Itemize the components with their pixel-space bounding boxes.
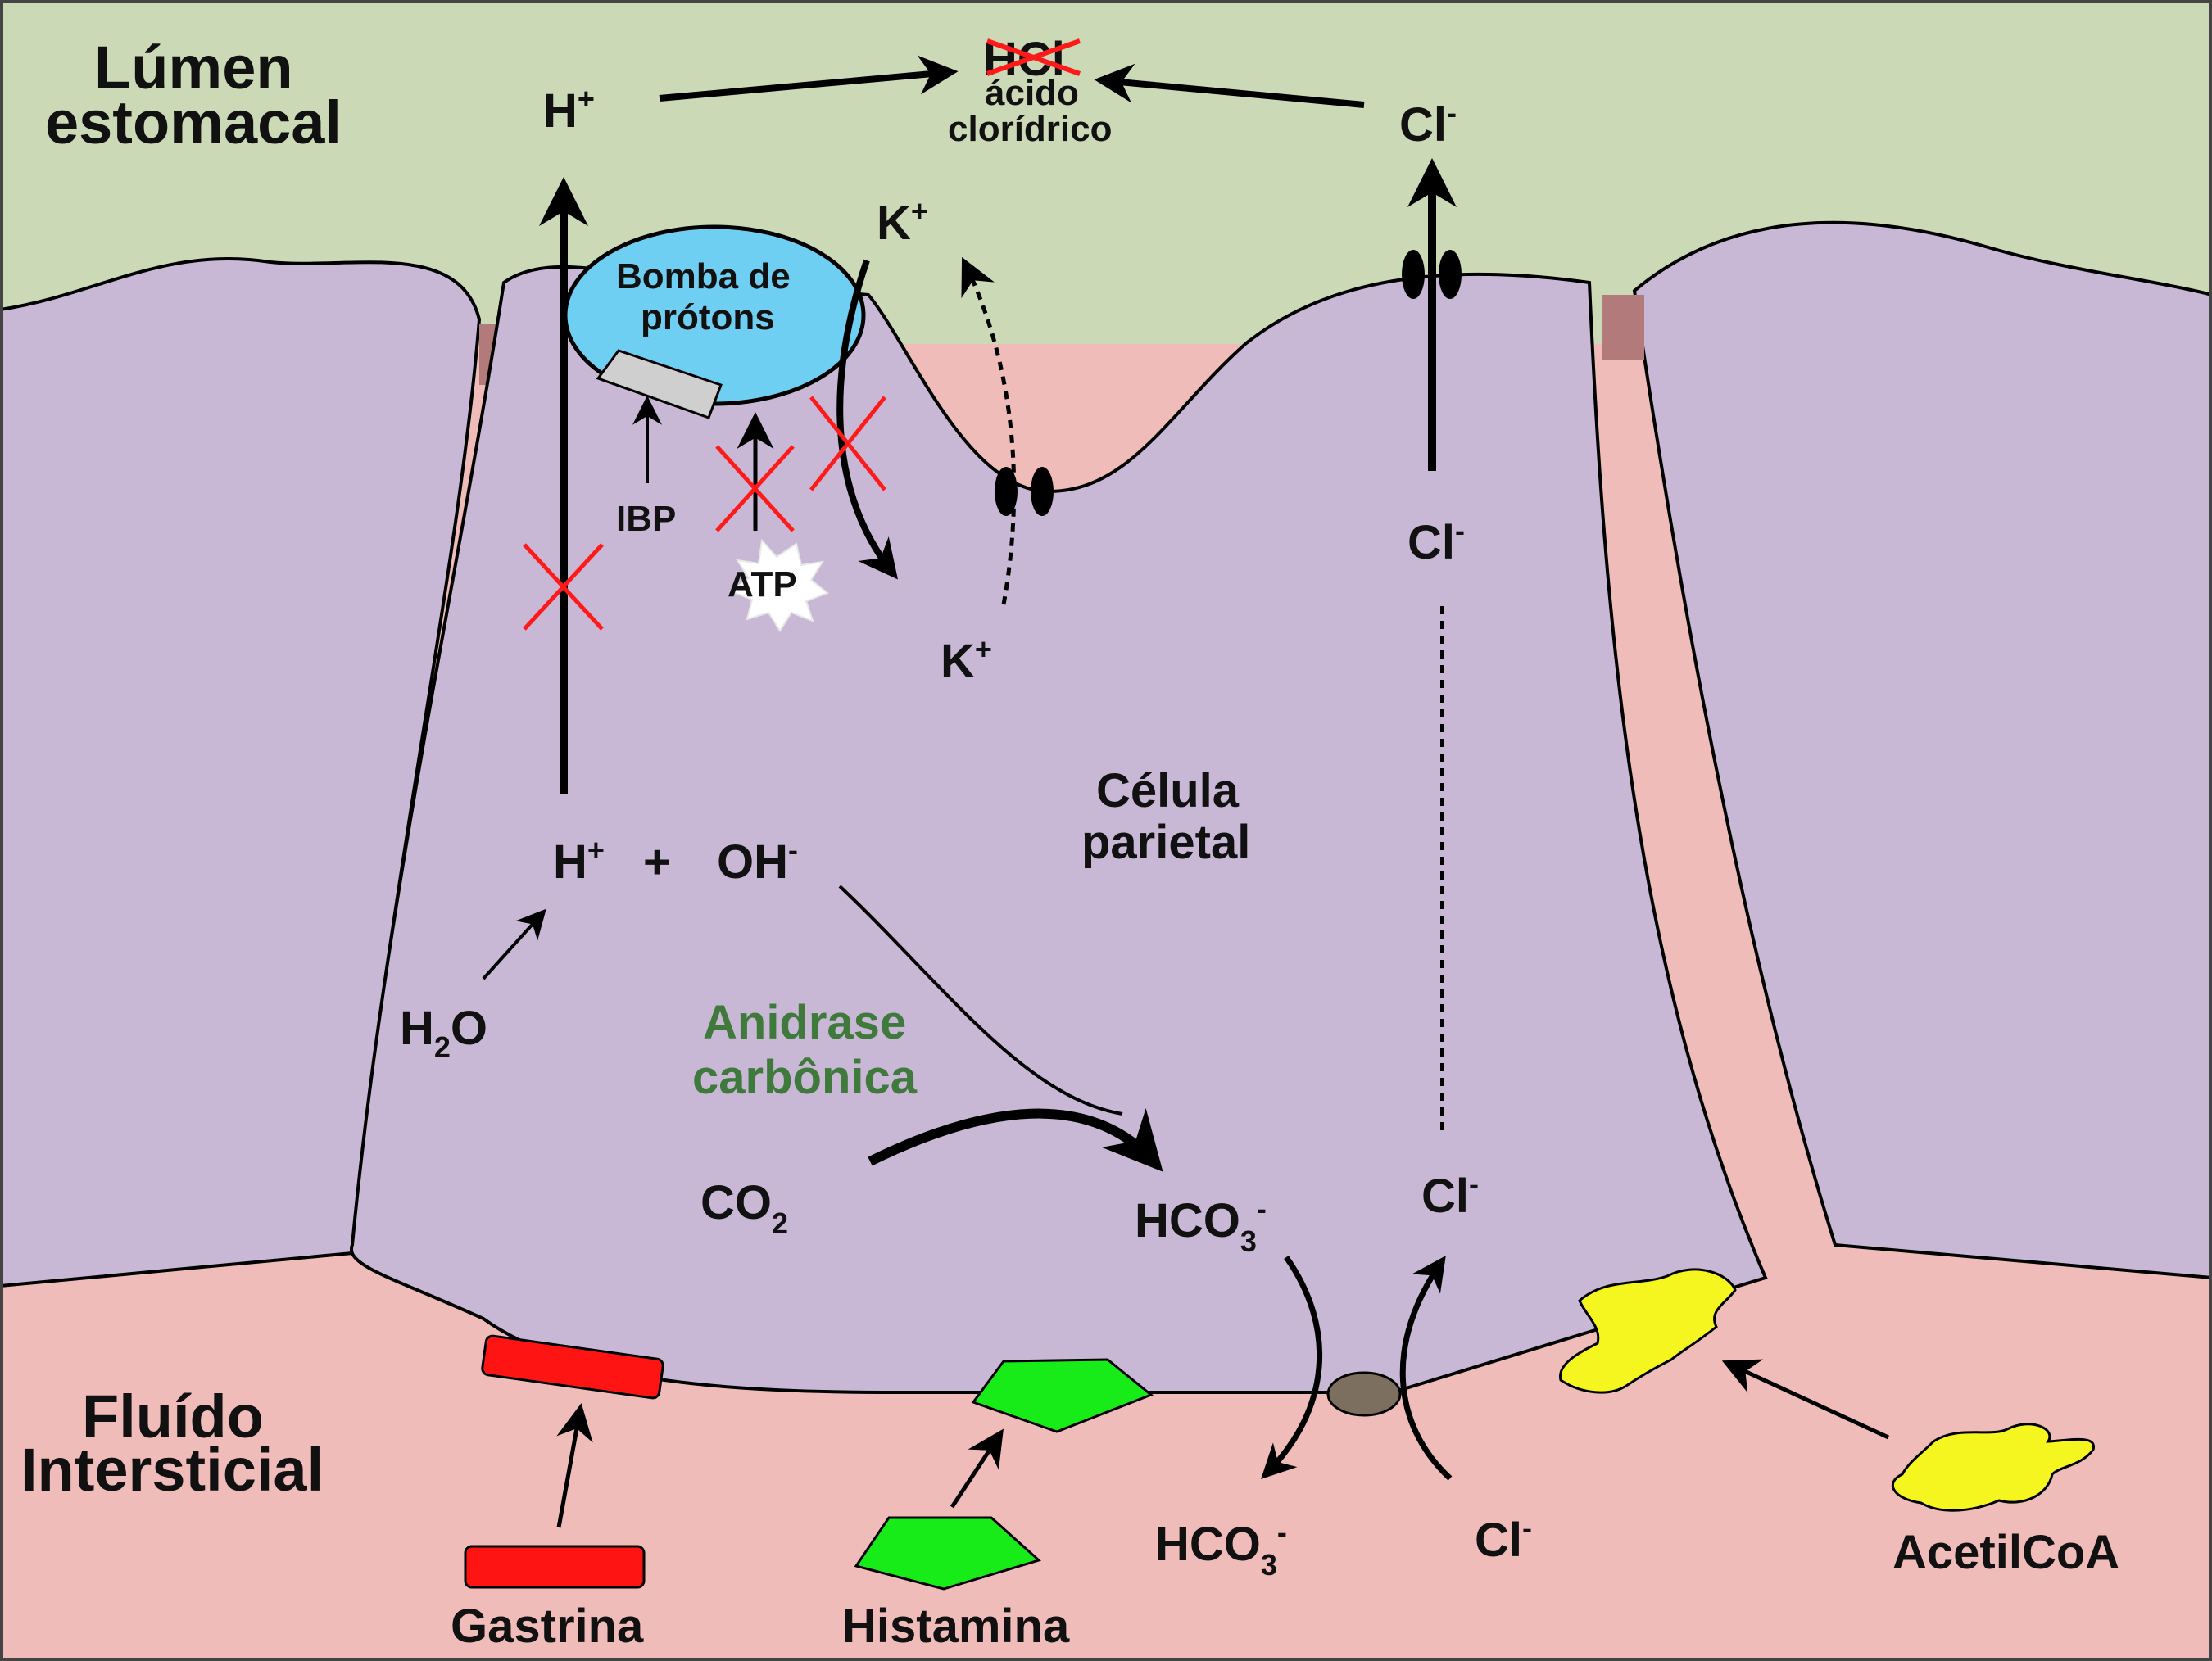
h-block-cross-2 (523, 543, 604, 631)
hcl-cross-2 (986, 38, 1081, 76)
cl-import-arrow (1399, 1256, 1453, 1481)
histamine-label: Histamina (842, 1600, 1070, 1653)
hcl-name-line2: clorídrico (948, 109, 1113, 149)
co2-to-hco3-arrow (868, 1108, 1163, 1172)
cell-label-line1: Célula (1096, 764, 1240, 817)
histamine-arrow (950, 1428, 1004, 1509)
lumen-cl-minus: Cl- (1399, 96, 1457, 152)
hco3-export-arrow (1261, 1255, 1323, 1479)
fluid-hco3-label: HCO3- (1155, 1515, 1287, 1582)
lumen-h-plus: H+ (543, 82, 595, 138)
atp-burst (728, 538, 829, 632)
cell-cl-upper: Cl- (1407, 514, 1465, 569)
cell-oh-minus: OH- (717, 833, 798, 889)
gastrin-arrow (556, 1403, 593, 1528)
acetylcoa-ligand (1892, 1423, 2095, 1512)
water-arrow (482, 908, 546, 980)
fluid-label-line1: Fluído (82, 1383, 264, 1451)
cell-h-plus: H+ (553, 833, 605, 889)
parietal-cell (349, 265, 1768, 1394)
cl-channel-left (1402, 250, 1425, 299)
gastrin-receptor (481, 1334, 664, 1400)
acetylcoa-receptor (1559, 1268, 1737, 1394)
gastrin-label: Gastrina (451, 1600, 644, 1653)
enzyme-label-line1: Anidrase (703, 996, 906, 1049)
cell-label-line2: parietal (1081, 816, 1250, 869)
cell-cl-lower: Cl- (1421, 1167, 1479, 1223)
lumen-k-plus: K+ (877, 194, 928, 250)
acetylcoa-arrow (1721, 1359, 1890, 1440)
plus-sign: + (643, 835, 671, 889)
h-to-hcl-arrow (659, 55, 959, 102)
gastrin-ligand (464, 1545, 646, 1589)
atp-label: ATP (728, 564, 797, 604)
k-channel-left (995, 467, 1018, 516)
pump-label-line1: Bomba de (616, 256, 791, 296)
right-tight-junction (1602, 295, 1644, 360)
oh-to-hco3-arrow (838, 885, 1123, 1116)
cl-to-hcl-arrow (1094, 63, 1365, 108)
cl-channel-right (1439, 250, 1462, 299)
ppi-inhibitor-shape (596, 349, 723, 419)
histamine-receptor (971, 1358, 1154, 1433)
fluid-label-line2: Intersticial (20, 1436, 324, 1504)
lumen-label-line2: estomacal (45, 88, 342, 156)
atp-cross-2 (715, 445, 795, 532)
cell-hco3-label: HCO3- (1135, 1192, 1267, 1258)
water-label: H2O (400, 1002, 487, 1064)
co2-label: CO2 (700, 1176, 788, 1240)
k-efflux-arrow (961, 256, 1017, 605)
histamine-ligand (854, 1516, 1041, 1591)
lumen-label-line1: Lúmen (94, 34, 293, 102)
enzyme-label-line2: carbônica (692, 1051, 918, 1104)
hcl-name-line1: ácido (985, 73, 1079, 113)
acetylcoa-label: AcetilCoA (1892, 1526, 2119, 1579)
anion-exchanger (1326, 1371, 1402, 1417)
ppi-label: IBP (616, 499, 676, 539)
right-cell (1632, 220, 2212, 1280)
k-uptake-arrow (836, 259, 898, 580)
cell-k-plus: K+ (941, 632, 992, 688)
pump-label-line2: prótons (641, 297, 775, 337)
k-channel-right (1031, 467, 1054, 516)
fluid-cl-label: Cl- (1475, 1511, 1532, 1567)
k-block-cross-2 (809, 396, 886, 491)
